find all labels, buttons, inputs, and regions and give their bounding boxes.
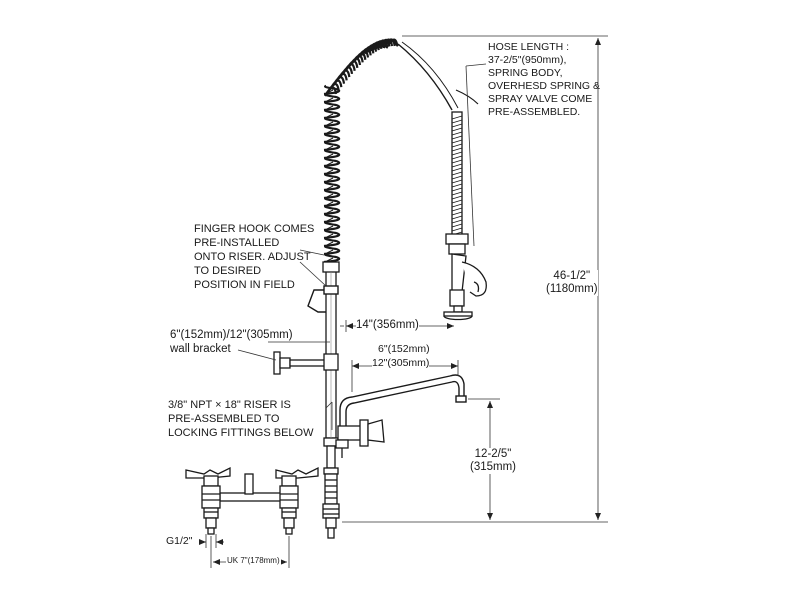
hose-length-line: 37-2/5"(950mm), [488,54,567,66]
deck-mount-base [185,466,319,535]
hose-length-line: OVERHESD SPRING & [488,80,601,92]
hose-length-line: SPRAY VALVE COME [488,93,593,105]
spout-height-metric: (315mm) [470,461,517,473]
finger-hook [307,285,339,313]
spout-short-dimension: 6"(152mm) [378,343,430,355]
spout-long-dimension: 12"(305mm) [372,357,430,370]
riser-lower-fittings [322,445,340,539]
total-height-metric: (1180mm) [546,283,598,295]
finger-hook-line: FINGER HOOK COMES [194,223,315,235]
riser-line: PRE-ASSEMBLED TO [168,413,280,425]
riser-line: 3/8" NPT × 18" RISER IS [168,399,291,411]
hose-length-line: SPRING BODY, [488,67,563,79]
riser-callout: 3/8" NPT × 18" RISER IS PRE-ASSEMBLED TO… [168,398,313,440]
inlet-thread-dimension: G1/2" [166,535,193,547]
finger-hook-line: PRE-INSTALLED [194,237,280,249]
spout-height-dimension: 12-2/5" (315mm) [470,448,517,474]
finger-hook-line: TO DESIRED [194,265,262,277]
wall-bracket [273,351,339,375]
wall-bracket-line: 6"(152mm)/12"(305mm) [170,329,293,341]
finger-hook-line: POSITION IN FIELD [194,279,295,291]
hose-length-callout: HOSE LENGTH : 37-2/5"(950mm), SPRING BOD… [488,41,600,119]
riser-line: LOCKING FITTINGS BELOW [168,427,314,439]
leader-lines [237,63,487,430]
reach-dimension: 14"(356mm) [356,319,419,332]
total-height-imperial: 46-1/2" [553,270,591,282]
finger-hook-callout: FINGER HOOK COMES PRE-INSTALLED ONTO RIS… [194,222,314,292]
swing-spout [339,374,467,432]
total-height-dimension: 46-1/2" (1180mm) [546,270,598,296]
overhead-spring [323,38,399,264]
finger-hook-line: ONTO RISER. ADJUST [194,251,311,263]
hose-length-line: PRE-ASSEMBLED. [488,106,581,118]
wall-bracket-callout: 6"(152mm)/12"(305mm) wall bracket [170,328,293,356]
hose-length-line: HOSE LENGTH : [488,41,570,53]
spout-height-imperial: 12-2/5" [474,448,512,460]
wall-bracket-line: wall bracket [170,343,231,355]
centers-dimension: UK 7"(178mm) [226,556,281,566]
add-on-faucet-valve [335,419,385,458]
spray-valve [443,233,487,321]
